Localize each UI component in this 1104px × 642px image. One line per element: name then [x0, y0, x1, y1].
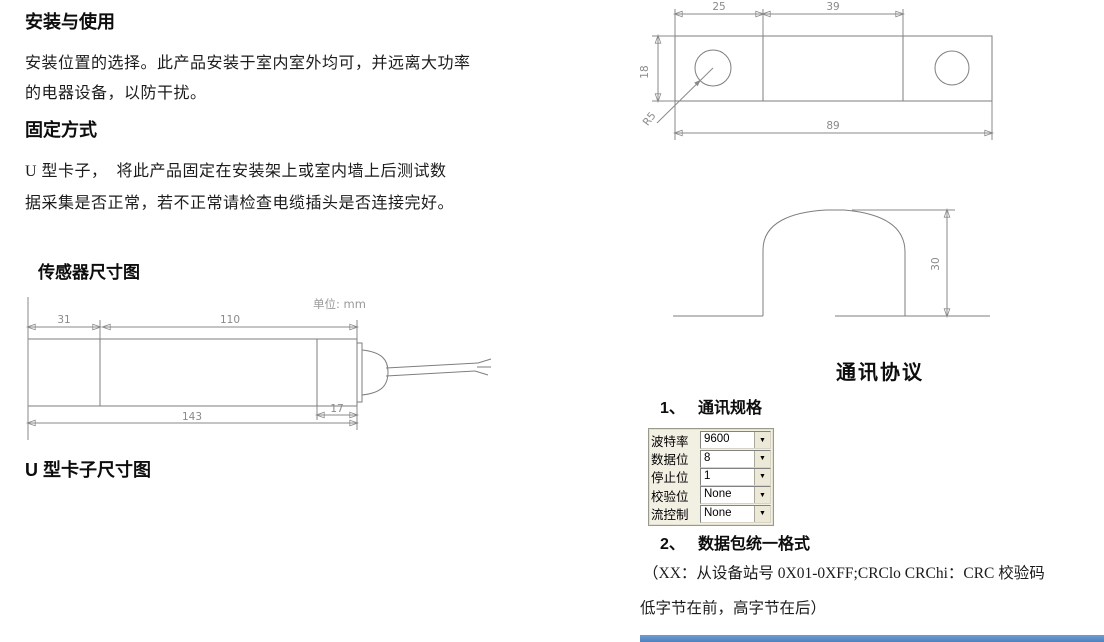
databits-value: 8 [704, 451, 711, 464]
baudrate-value: 9600 [704, 433, 730, 446]
dim-17: 17 [330, 403, 343, 415]
databits-label: 数据位 [651, 453, 689, 468]
stopbits-value: 1 [704, 469, 711, 482]
plate-outline [674, 35, 993, 102]
flowcontrol-dropdown[interactable]: None ▼ [700, 504, 771, 523]
dim-30: 30 [930, 257, 942, 270]
crc-note-line2: 低字节在前，高字节在后） [640, 600, 827, 617]
clamp-side-drawing: 30 [673, 172, 990, 330]
parity-value: None [704, 488, 732, 501]
dim-39: 39 [826, 1, 839, 13]
parity-dropdown[interactable]: None ▼ [700, 486, 771, 505]
flowcontrol-value: None [704, 506, 732, 519]
serial-setting-row-databits: 数据位 8 ▼ [651, 449, 771, 468]
arch-dimension-lines [852, 210, 955, 316]
sensor-dimension-drawing: 单位: mm 31 110 17 143 [20, 297, 492, 440]
dim-89: 89 [826, 120, 839, 132]
flowcontrol-label: 流控制 [651, 508, 689, 523]
dim-143: 143 [182, 411, 202, 423]
item1-number: 1、 [660, 400, 685, 417]
section-title-fixing: 固定方式 [25, 120, 97, 140]
arch-outline [673, 209, 990, 317]
install-paragraph-line1: 安装位置的选择。此产品安装于室内室外均可，并远离大功率 [25, 55, 471, 72]
item2-title: 数据包统一格式 [698, 536, 811, 553]
baudrate-label: 波特率 [651, 434, 689, 449]
protocol-item2: 2、 数据包统一格式 [660, 530, 810, 554]
stopbits-label: 停止位 [651, 471, 689, 486]
dim-r5: R5 [641, 110, 659, 128]
chevron-down-icon[interactable]: ▼ [754, 450, 770, 467]
chevron-down-icon[interactable]: ▼ [754, 468, 770, 485]
crc-note-line1: （XX：从设备站号 0X01-0XFF;CRClo CRChi：CRC 校验码 [643, 565, 1045, 582]
item1-title: 通讯规格 [698, 400, 763, 417]
unit-label: 单位: mm [313, 297, 366, 311]
chevron-down-icon[interactable]: ▼ [754, 487, 770, 504]
chevron-down-icon[interactable]: ▼ [754, 432, 770, 449]
parity-label: 校验位 [651, 489, 689, 504]
dim-31: 31 [57, 314, 70, 326]
serial-setting-row-parity: 校验位 None ▼ [651, 486, 771, 505]
install-paragraph-line2: 的电器设备，以防干扰。 [25, 85, 207, 102]
dim-25: 25 [712, 1, 725, 13]
sensor-body-outline [27, 338, 492, 407]
sensor-dimension-lines [28, 297, 357, 440]
item2-number: 2、 [660, 536, 685, 553]
table-header-strip [640, 635, 1104, 642]
baudrate-dropdown[interactable]: 9600 ▼ [700, 431, 771, 450]
serial-setting-row-stopbits: 停止位 1 ▼ [651, 467, 771, 486]
stopbits-dropdown[interactable]: 1 ▼ [700, 467, 771, 486]
fixing-paragraph-line2: 据采集是否正常，若不正常请检查电缆插头是否连接完好。 [25, 195, 455, 212]
sensor-drawing-title: 传感器尺寸图 [38, 263, 140, 282]
protocol-item1: 1、 通讯规格 [660, 394, 762, 418]
uclamp-drawing-title: U 型卡子尺寸图 [25, 460, 151, 480]
section-title-install: 安装与使用 [25, 12, 115, 32]
protocol-section-title: 通讯协议 [836, 362, 924, 384]
databits-dropdown[interactable]: 8 ▼ [700, 449, 771, 468]
clamp-plate-drawing: 25 39 18 R5 89 [639, 1, 1104, 140]
plate-dimension-lines [652, 9, 992, 140]
dim-18: 18 [639, 65, 651, 78]
dim-110: 110 [220, 314, 240, 326]
serial-setting-row-baudrate: 波特率 9600 ▼ [651, 431, 771, 450]
serial-setting-row-flowcontrol: 流控制 None ▼ [651, 504, 771, 523]
serial-settings-panel: 波特率 9600 ▼ 数据位 8 ▼ 停止位 1 ▼ 校验位 None ▼ [648, 428, 774, 526]
fixing-paragraph-line1: U 型卡子， 将此产品固定在安装架上或室内墙上后测试数 [25, 163, 447, 180]
chevron-down-icon[interactable]: ▼ [754, 505, 770, 522]
